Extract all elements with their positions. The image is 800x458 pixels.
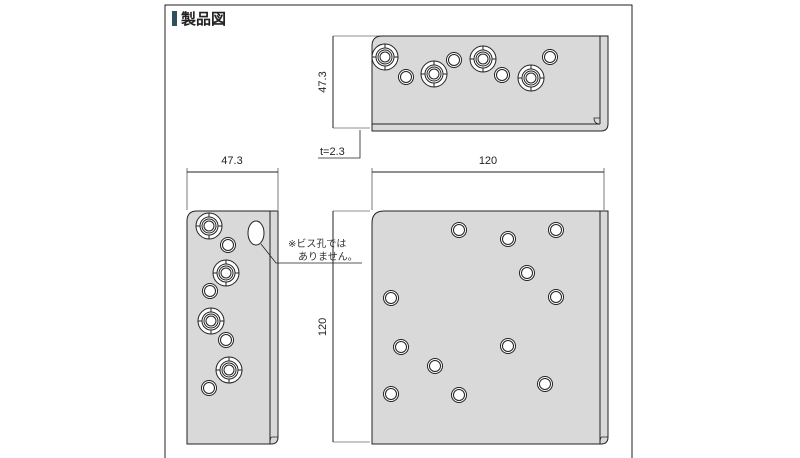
countersunk-hole bbox=[517, 64, 545, 92]
screw-hole bbox=[446, 52, 462, 68]
note-line-1: ※ビス孔では bbox=[288, 238, 346, 250]
note-line-2: ありません。 bbox=[298, 251, 358, 263]
countersunk-hole bbox=[195, 212, 223, 240]
countersunk-hole bbox=[197, 307, 225, 335]
section-title: 製品図 bbox=[180, 10, 226, 28]
front-plate bbox=[371, 210, 609, 445]
screw-hole bbox=[451, 222, 467, 238]
screw-hole bbox=[548, 222, 564, 238]
countersunk-hole bbox=[371, 43, 399, 71]
drawing-frame bbox=[164, 4, 633, 458]
top-height-dimension: 47.3 bbox=[317, 71, 329, 92]
slot-hole bbox=[247, 220, 265, 246]
side-width-dimension: 47.3 bbox=[221, 155, 242, 167]
screw-hole bbox=[494, 67, 510, 83]
front-height-dimension: 120 bbox=[317, 318, 329, 336]
screw-hole bbox=[500, 338, 516, 354]
countersunk-hole bbox=[212, 259, 240, 287]
screw-hole bbox=[500, 231, 516, 247]
top-view: 47.3 t=2.3 bbox=[317, 35, 609, 159]
screw-hole bbox=[202, 283, 218, 299]
countersunk-hole bbox=[469, 45, 497, 73]
screw-hole bbox=[383, 290, 399, 306]
screw-hole bbox=[548, 289, 564, 305]
screw-hole bbox=[542, 49, 558, 65]
front-width-dimension: 120 bbox=[479, 155, 497, 167]
screw-hole bbox=[537, 376, 553, 392]
side-view: 47.3 ※ビス孔では ありません。 bbox=[186, 155, 362, 445]
screw-hole bbox=[427, 358, 443, 374]
screw-hole bbox=[220, 237, 236, 253]
screw-hole bbox=[451, 387, 467, 403]
screw-hole bbox=[398, 69, 414, 85]
screw-hole bbox=[393, 339, 409, 355]
screw-hole bbox=[218, 332, 234, 348]
countersunk-hole bbox=[420, 60, 448, 88]
countersunk-hole bbox=[215, 356, 243, 384]
screw-hole bbox=[383, 386, 399, 402]
screw-hole bbox=[519, 265, 535, 281]
thickness-label: t=2.3 bbox=[320, 146, 345, 158]
screw-hole bbox=[201, 380, 217, 396]
title-marker bbox=[172, 11, 177, 26]
front-view: 120 120 bbox=[317, 155, 609, 445]
